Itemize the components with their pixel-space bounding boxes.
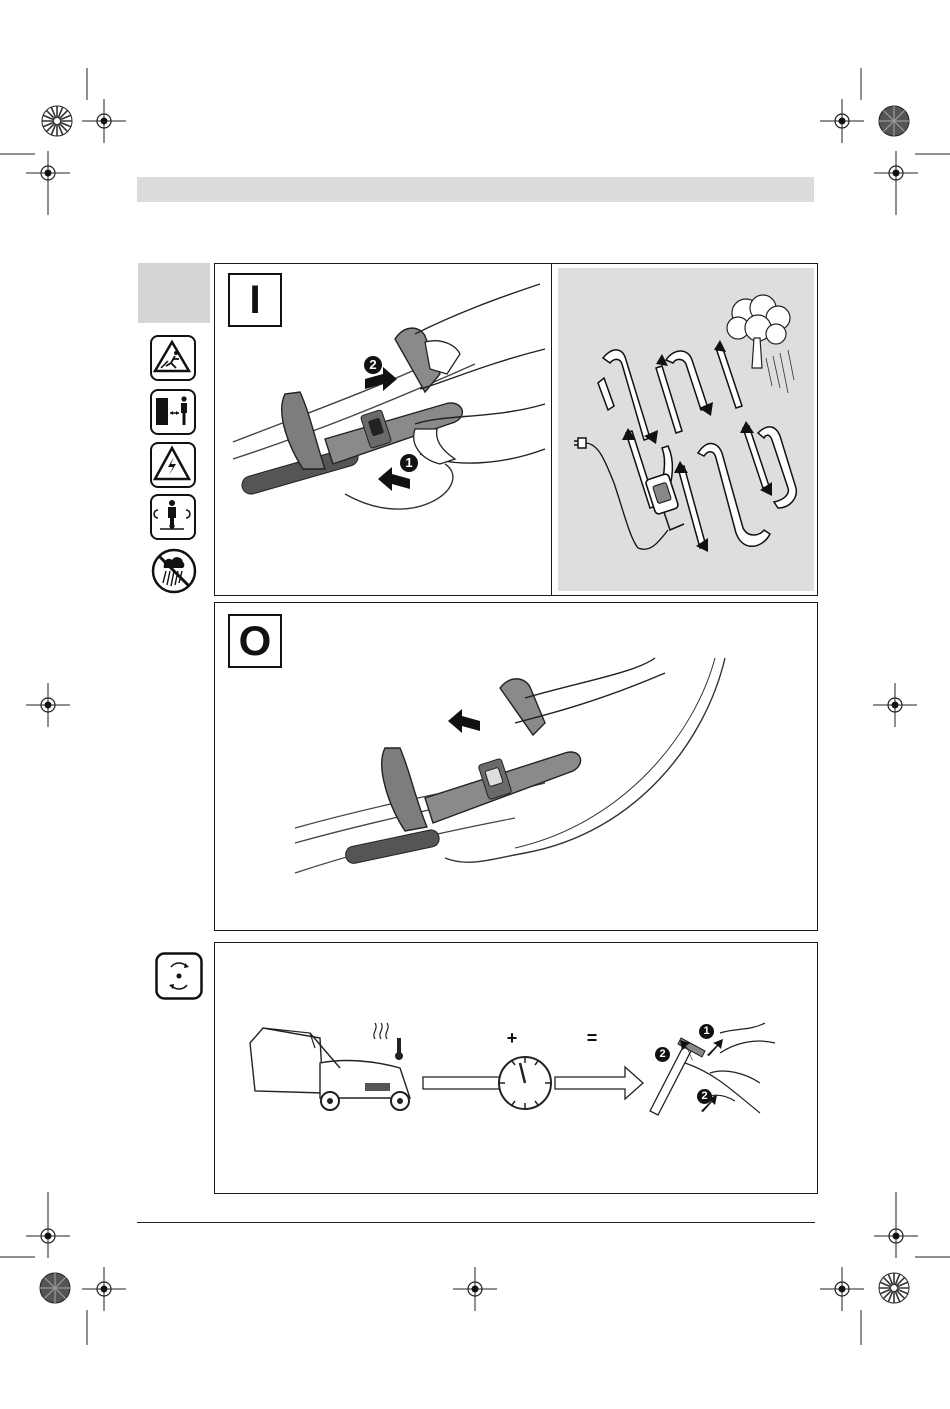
switch-off-panel: O [214,602,818,931]
fold-step-marker-2a: 2 [655,1047,670,1062]
section-tab [138,263,210,323]
switch-on-panel: I 2 1 [214,263,818,596]
equals-sign: = [582,1028,602,1049]
step-marker-1: 1 [400,454,418,472]
bystander-hazard-icon [150,494,196,540]
fold-step-marker-1: 1 [699,1024,714,1039]
header-band [137,177,814,202]
electric-shock-icon [150,442,196,488]
fold-step-marker-2a-label: 2 [659,1048,665,1060]
mowing-pattern-panel [558,268,814,591]
fold-step-marker-2b-label: 2 [701,1090,707,1102]
switch-off-illustration [215,603,819,932]
no-rain-icon [150,547,198,595]
step-marker-2-label: 2 [369,357,376,372]
cooling-illustration [215,943,819,1195]
plus-sign: + [502,1028,522,1049]
blade-hazard-icon [150,335,196,381]
footer-rule [137,1222,815,1223]
keep-distance-icon [150,389,196,435]
fold-step-marker-2b: 2 [697,1089,712,1104]
blade-rotation-icon [155,952,203,1000]
panel-divider [551,264,552,595]
step-marker-2: 2 [364,356,382,374]
fold-step-marker-1-label: 1 [703,1025,709,1037]
mowing-pattern-illustration [558,268,814,591]
step-marker-1-label: 1 [405,455,412,470]
switch-on-illustration [215,264,551,595]
after-use-panel: + = 1 2 2 [214,942,818,1194]
